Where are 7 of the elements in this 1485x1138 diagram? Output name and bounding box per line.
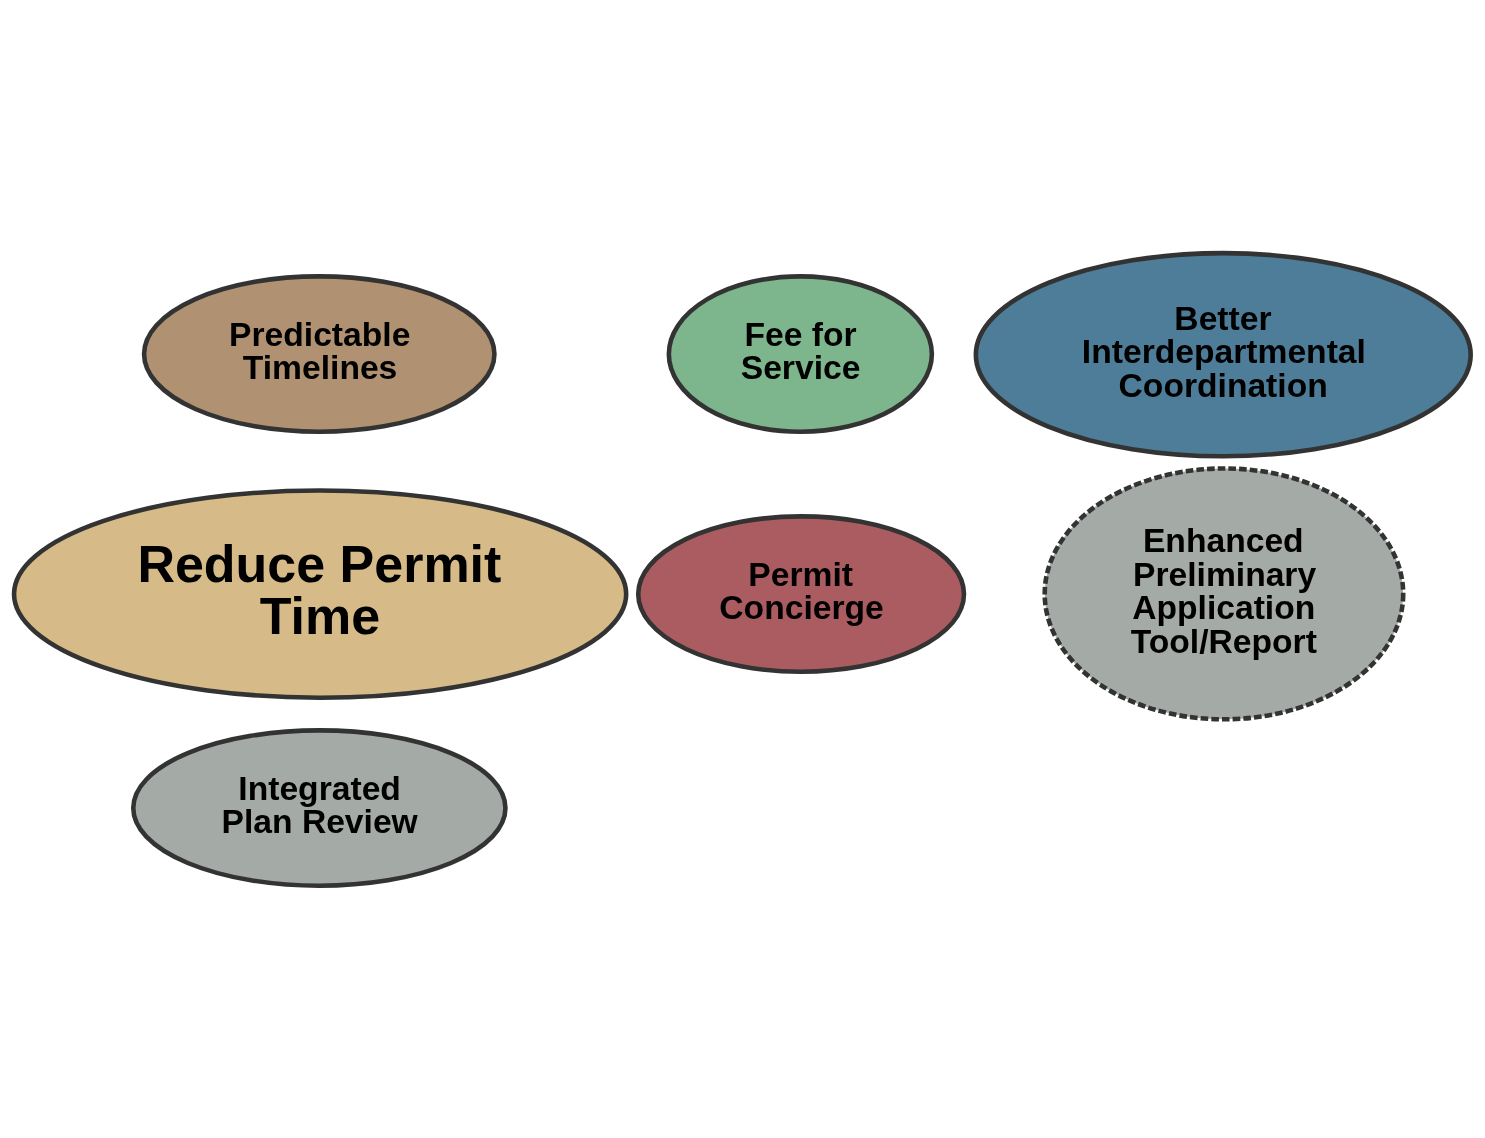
node-ellipse: Fee for Service [666,273,935,434]
node-ellipse: Reduce Permit Time [11,487,629,700]
node-ellipse: Enhanced Preliminary Application Tool/Report [1042,465,1406,722]
node-ellipse: Predictable Timelines [141,273,497,434]
node-ellipse: Integrated Plan Review [130,727,508,888]
node-ellipse: Permit Concierge [635,513,967,674]
node-ellipse: Better Interdepartmental Coordination [973,250,1473,459]
